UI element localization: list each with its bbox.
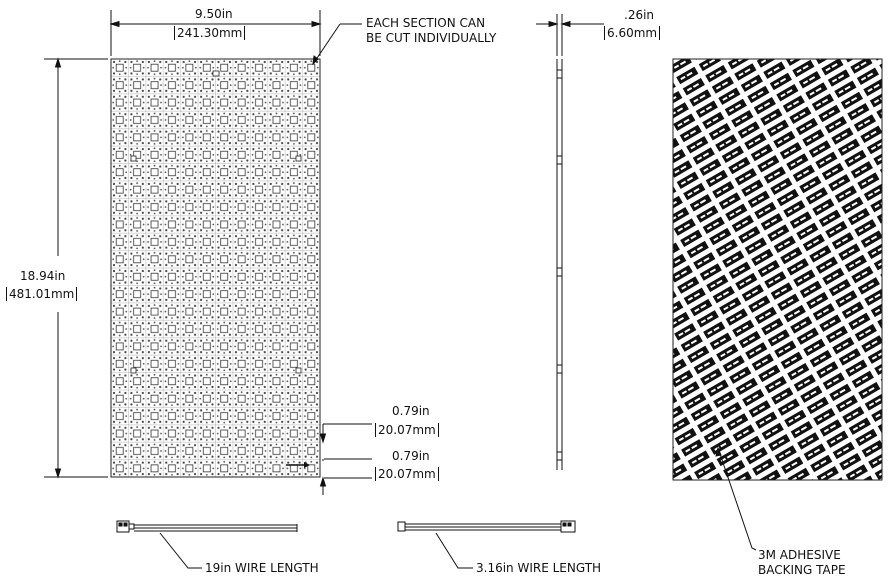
thickness-dimension [536,14,604,56]
pitch-horizontal-in: 0.79in [392,404,430,418]
pitch-vertical-mm: 20.07mm [375,467,439,481]
connector-pad-right [295,155,302,162]
thickness-mm: 6.60mm [604,26,661,40]
wire-3-16in-label: 3.16in WIRE LENGTH [476,561,602,575]
section-note-leader [312,23,362,66]
wire-19in [116,520,298,569]
panel-height-in: 18.94in [20,269,66,283]
width-dimension [109,10,322,56]
connector-pad-right-lower [295,367,302,374]
height-dimension [44,57,108,479]
pitch-horizontal-mm: 20.07mm [375,423,439,437]
panel-width-in: 9.50in [195,7,233,21]
section-note-line1: EACH SECTION CAN [366,16,486,30]
connector-pad-left [130,155,137,162]
pitch-vertical-in: 0.79in [392,449,430,463]
led-panel-front [110,58,321,478]
wire-19in-label: 19in WIRE LENGTH [205,561,319,575]
adhesive-backing-panel [672,58,883,481]
section-note-line2: BE CUT INDIVIDUALLY [366,31,497,45]
thickness-in: .26in [624,8,655,22]
panel-width-mm: 241.30mm [174,26,246,40]
backing-label-line2: BACKING TAPE [758,563,846,577]
connector-pad-left-lower [130,367,137,374]
led-panel-side [556,59,563,470]
backing-label-line1: 3M ADHESIVE [758,548,841,562]
panel-height-mm: 481.01mm [6,287,78,301]
wire-3-16in [397,520,576,569]
connector-pad-top [212,70,220,77]
backing-leader [715,446,757,551]
pitch-dimensions [319,423,372,495]
